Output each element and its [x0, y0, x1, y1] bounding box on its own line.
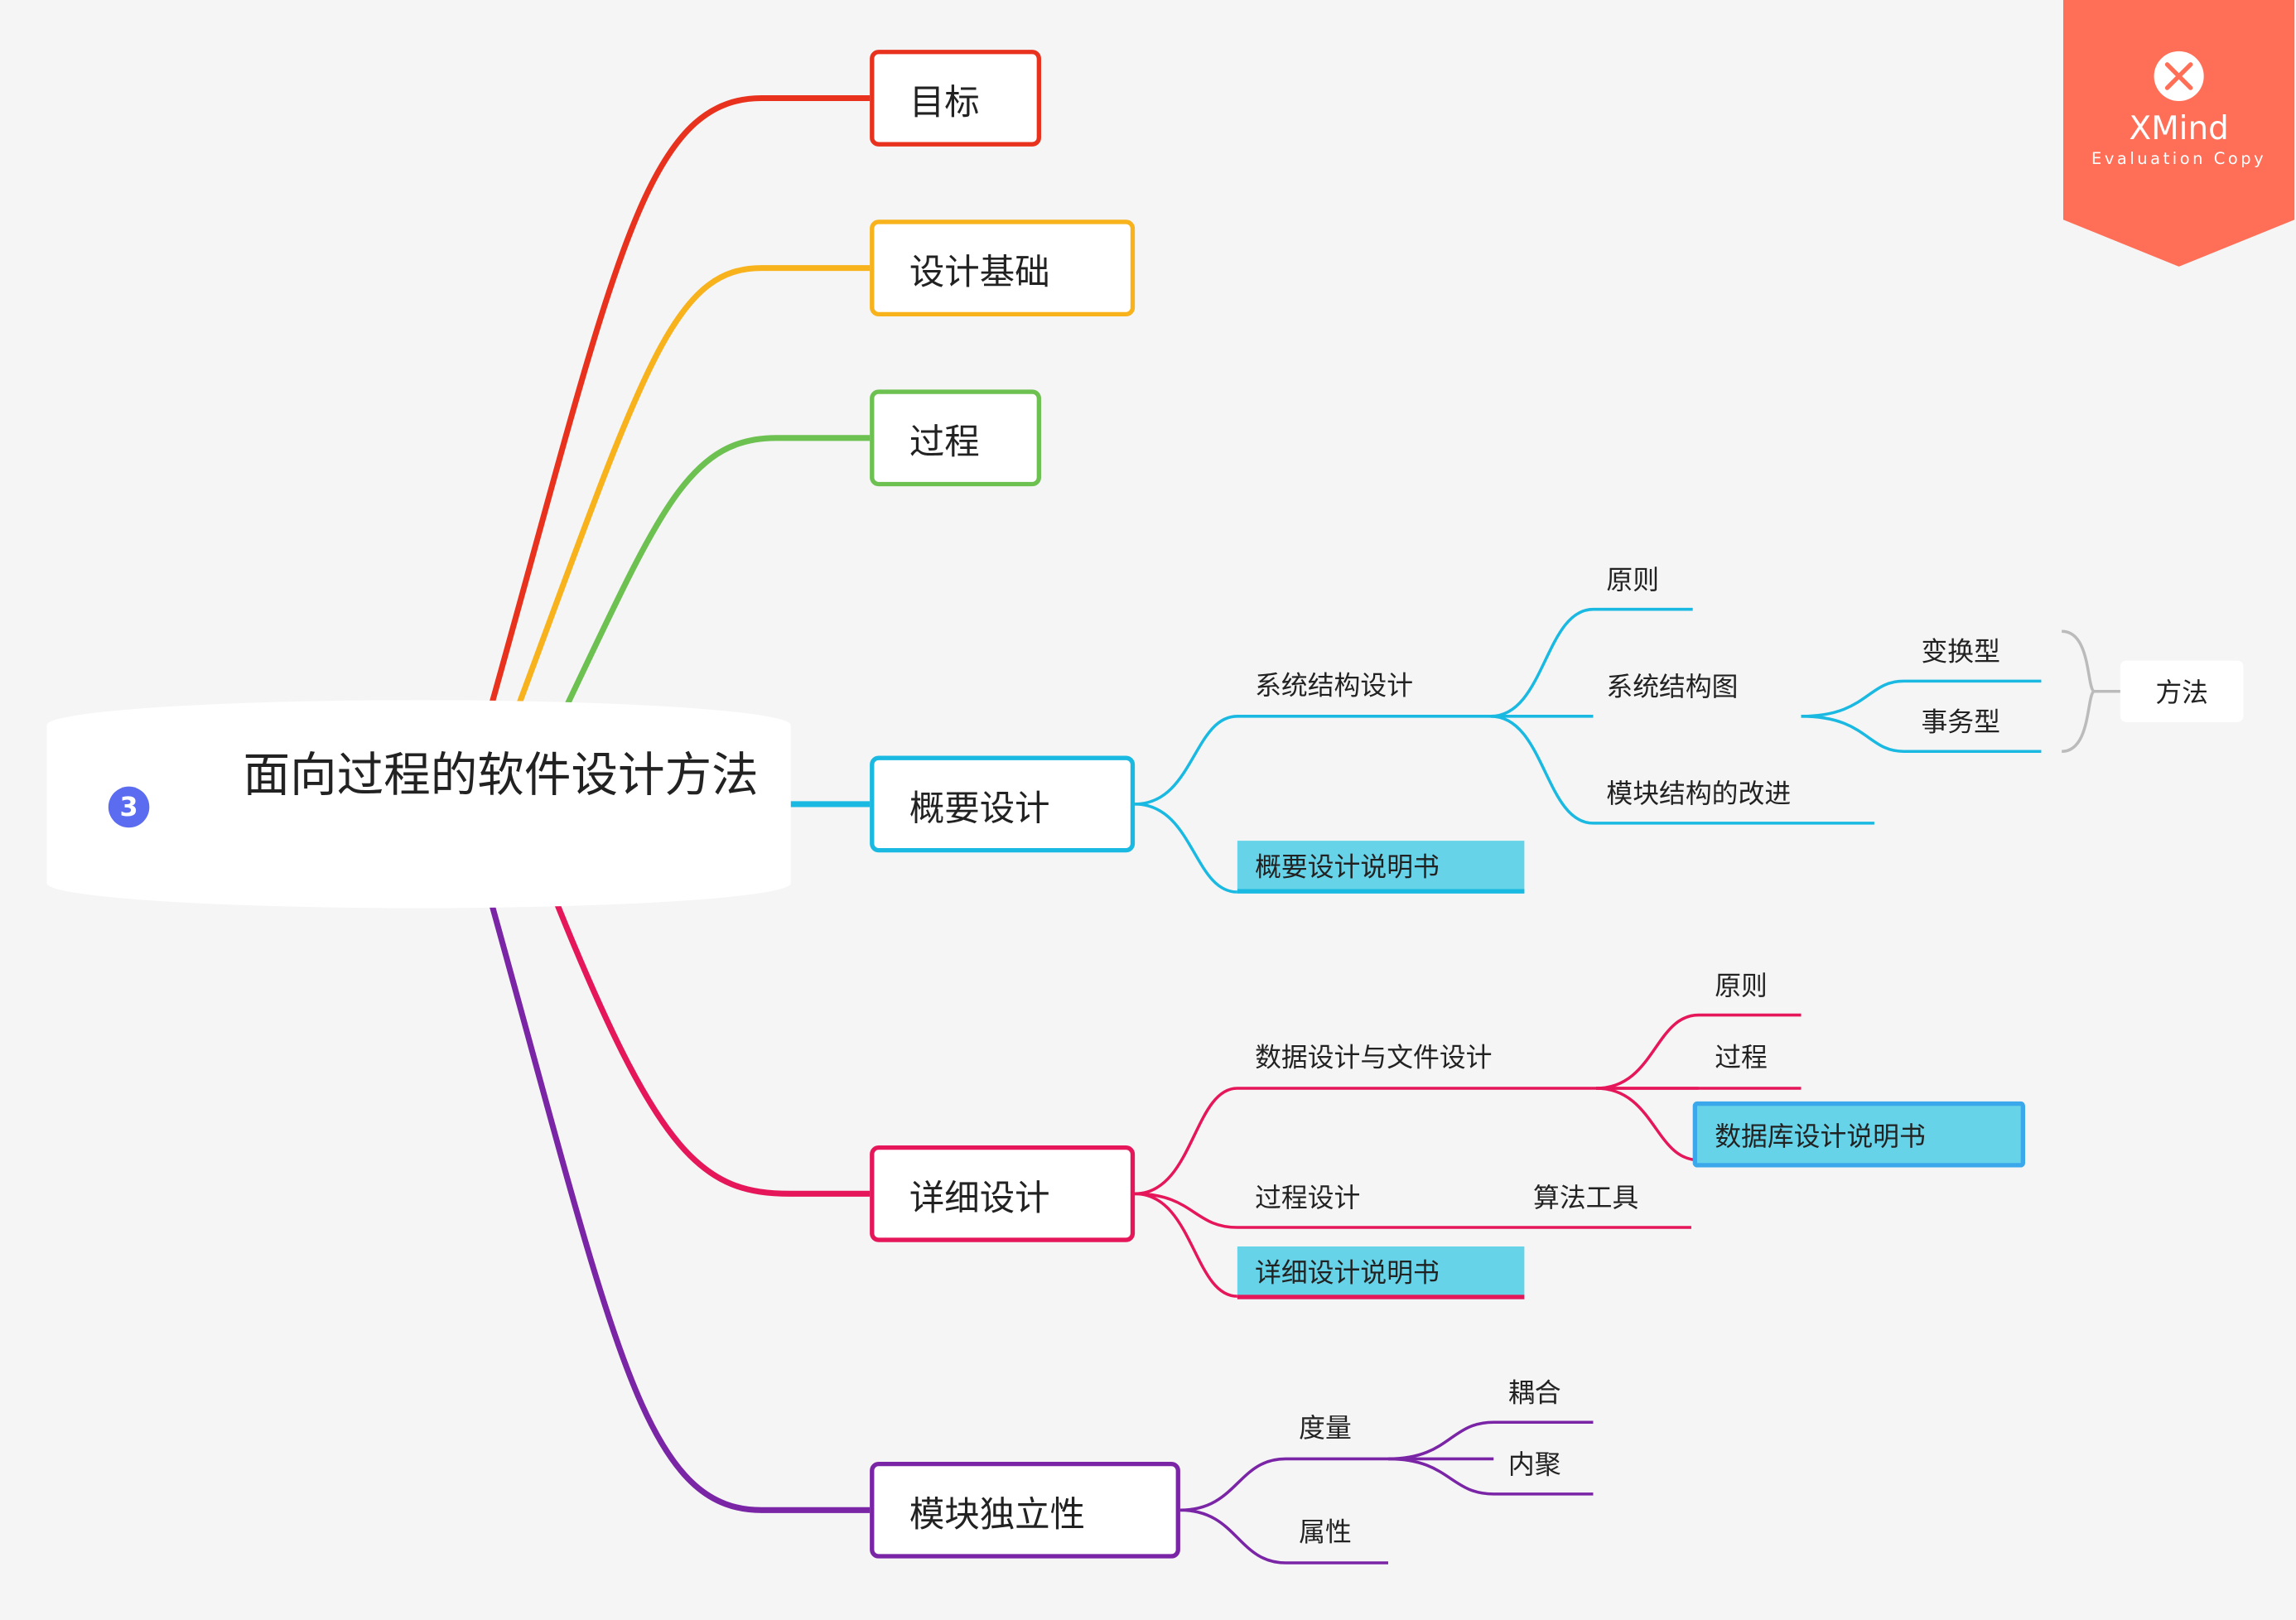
- connector-target: [489, 94, 871, 704]
- subtopic-transaction-type[interactable]: 事务型: [1921, 707, 2000, 739]
- connector-cohesion: [1387, 1457, 1594, 1496]
- watermark-subtitle: Evaluation Copy: [2091, 149, 2267, 169]
- topic-overview-design[interactable]: 概要设计: [870, 755, 1136, 853]
- subtopic-module-structure-improve[interactable]: 模块结构的改进: [1606, 779, 1792, 810]
- subtopic-process-2[interactable]: 过程: [1715, 1043, 1768, 1074]
- central-topic-title: 面向过程的软件设计方法: [243, 746, 759, 803]
- topic-design-basis[interactable]: 设计基础: [870, 219, 1136, 316]
- connector-transaction: [1801, 715, 2042, 754]
- connector-transform: [1801, 679, 2042, 718]
- topic-detail-design[interactable]: 详细设计: [870, 1145, 1136, 1242]
- xmind-watermark: [2062, 0, 2295, 267]
- subtopic-system-structure-design[interactable]: 系统结构设计: [1255, 670, 1414, 702]
- topic-process[interactable]: 过程: [870, 389, 1041, 487]
- summary-brace: [2061, 629, 2098, 754]
- connector-overview-doc: [1135, 803, 1237, 894]
- subtopic-database-design-doc[interactable]: 数据库设计说明书: [1692, 1101, 2026, 1168]
- connector-measure: [1179, 1457, 1494, 1512]
- subtopic-system-structure-chart[interactable]: 系统结构图: [1606, 672, 1739, 703]
- watermark-brand: XMind: [2129, 111, 2229, 148]
- connector-module-independence: [489, 904, 871, 1513]
- connector-detail-design: [553, 901, 871, 1197]
- connector-system-structure: [1135, 715, 1594, 806]
- subtopic-attribute[interactable]: 属性: [1299, 1517, 1352, 1549]
- subtopic-algorithm-tools[interactable]: 算法工具: [1532, 1183, 1639, 1215]
- central-topic[interactable]: 面向过程的软件设计方法: [46, 700, 791, 909]
- subtopic-overview-design-doc[interactable]: 概要设计说明书: [1237, 841, 1525, 894]
- subtopic-principle[interactable]: 原则: [1606, 565, 1660, 596]
- subtopic-process-design[interactable]: 过程设计: [1255, 1183, 1361, 1215]
- connector-attribute: [1179, 1508, 1388, 1565]
- priority-badge: 3: [108, 786, 150, 828]
- subtopic-cohesion[interactable]: 内聚: [1507, 1449, 1561, 1481]
- subtopic-transform-type[interactable]: 变换型: [1921, 637, 2000, 668]
- summary-method[interactable]: 方法: [2120, 660, 2244, 722]
- connector-design-basis: [515, 265, 871, 707]
- connector-process-design: [1135, 1192, 1691, 1229]
- subtopic-data-file-design[interactable]: 数据设计与文件设计: [1255, 1043, 1493, 1074]
- xmind-logo-icon: [2164, 62, 2193, 90]
- topic-module-independence[interactable]: 模块独立性: [870, 1461, 1180, 1559]
- connector-principle-2: [1596, 1013, 1802, 1090]
- connector-principle-1: [1490, 607, 1693, 718]
- connector-data-design: [1135, 1087, 1699, 1196]
- connector-database-doc: [1596, 1087, 1699, 1162]
- subtopic-principle-2[interactable]: 原则: [1715, 971, 1768, 1002]
- subtopic-coupling[interactable]: 耦合: [1507, 1378, 1561, 1410]
- subtopic-detail-design-doc[interactable]: 详细设计说明书: [1237, 1246, 1525, 1299]
- connector-module-improve: [1490, 715, 1874, 825]
- topic-target[interactable]: 目标: [870, 50, 1041, 147]
- connector-coupling: [1387, 1420, 1594, 1461]
- subtopic-measure[interactable]: 度量: [1299, 1413, 1352, 1444]
- connector-process: [562, 435, 871, 711]
- connector-detail-doc: [1135, 1192, 1237, 1298]
